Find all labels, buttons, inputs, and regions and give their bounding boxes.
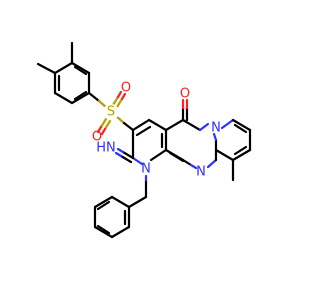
structure-svg: S O O O HN N N N	[36, 41, 252, 239]
carbonyl-oxygen-label: O	[180, 87, 190, 102]
dimethylphenyl-ring	[36, 41, 91, 105]
methyl-bond-left	[36, 62, 57, 75]
imine-nh-label: HN	[96, 141, 116, 156]
sulfur-label: S	[107, 105, 115, 120]
imine-group	[114, 147, 135, 164]
ring-n-benzyl-label: N	[141, 162, 151, 177]
sulfonyl-oxygen-top-label: O	[121, 81, 131, 96]
sulfonyl-oxygen-bottom-label: O	[92, 130, 102, 145]
pyrido-ring	[214, 118, 252, 182]
benzyl-group	[93, 174, 148, 239]
molecule-diagram: S O O O HN N N N	[36, 41, 252, 239]
atom-labels: S O O O HN N N N	[92, 81, 221, 180]
imino-pyridine-ring	[131, 118, 168, 166]
ring-n-bridge-label: N	[196, 165, 206, 180]
pyrimidinone-ring	[164, 98, 218, 170]
ring-n-pyrido-label: N	[211, 121, 221, 136]
